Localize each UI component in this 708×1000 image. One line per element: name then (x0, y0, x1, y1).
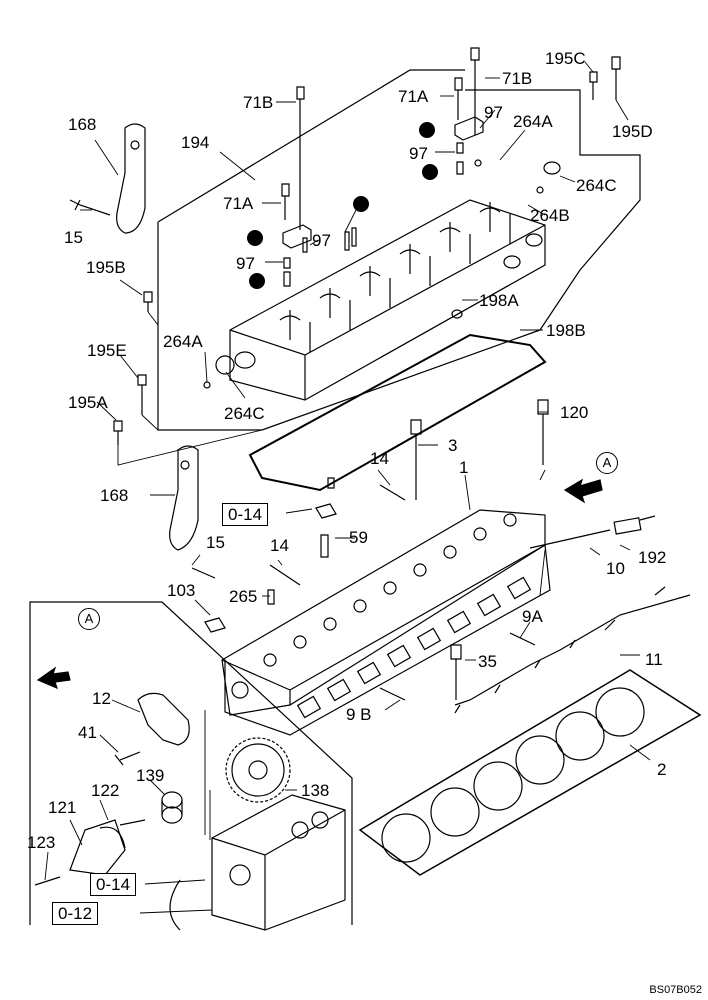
label-122: 122 (91, 781, 120, 800)
label-168-top: 168 (68, 115, 97, 134)
label-264c-right: 264C (576, 176, 617, 195)
gear-138 (226, 738, 290, 802)
label-97-a: 97 (484, 103, 503, 122)
rocker-cover (230, 200, 545, 400)
label-264a-right: 264A (513, 112, 553, 131)
glow-harness (455, 587, 690, 713)
bolt-41 (115, 752, 140, 765)
leader-lines-top (80, 62, 628, 465)
detail-arrow (38, 668, 70, 688)
ball-264a-right (475, 160, 481, 166)
ref-box-0-14-lower: 0-14 (90, 873, 137, 896)
label-192: 192 (638, 548, 667, 567)
label-10: 10 (606, 559, 625, 578)
cover-121 (70, 820, 125, 875)
label-195c: 195C (545, 49, 586, 68)
leader-lines-detail (45, 700, 297, 913)
label-264b: 264B (530, 206, 570, 225)
cover-gasket (250, 335, 545, 490)
bracket-168-lower (170, 446, 198, 550)
bolt-detail (120, 820, 145, 825)
bracket-12 (138, 693, 189, 745)
label-1: 1 (459, 458, 469, 477)
label-139: 139 (136, 766, 165, 785)
view-arrow (565, 480, 602, 502)
label-71b-right: 71B (502, 69, 533, 88)
label-14-top: 14 (370, 449, 389, 468)
studs-and-bolts (192, 400, 548, 700)
label-195d: 195D (612, 122, 653, 141)
label-195a: 195A (68, 393, 108, 412)
label-3: 3 (448, 436, 458, 455)
seal-264c-left (216, 356, 234, 374)
ref-box-0-14-upper: 0-14 (222, 503, 269, 526)
bracket-168-top (117, 124, 145, 233)
label-11: 11 (645, 650, 663, 669)
label-2: 2 (657, 760, 667, 779)
label-71b-left: 71B (243, 93, 274, 112)
head-gasket (360, 670, 700, 875)
label-9a: 9A (522, 607, 543, 626)
detail-marker-a: A (78, 608, 100, 630)
label-97-d: 97 (236, 254, 255, 273)
leader-lines-lower (150, 412, 650, 760)
label-168-lower: 168 (100, 486, 129, 505)
label-103: 103 (167, 581, 196, 600)
plug-264b (537, 187, 543, 193)
label-15-lower: 15 (206, 533, 225, 552)
label-194: 194 (181, 133, 210, 152)
bullet-markers (247, 122, 438, 289)
label-9b: 9 B (346, 705, 372, 724)
label-195e: 195E (87, 341, 127, 360)
seal-264c-right (544, 162, 560, 174)
label-195b: 195B (86, 258, 126, 277)
rocker-bridges (283, 117, 483, 286)
label-198b: 198B (546, 321, 586, 340)
engine-detail (170, 795, 345, 930)
label-264c-left: 264C (224, 404, 265, 423)
label-265: 265 (229, 587, 258, 606)
label-121: 121 (48, 798, 77, 817)
label-71a-top: 71A (398, 87, 429, 106)
bolt-15-top (70, 200, 110, 215)
view-marker-a: A (596, 452, 618, 474)
glow-plug (530, 516, 655, 548)
label-71a-left: 71A (223, 194, 254, 213)
label-41: 41 (78, 723, 97, 742)
ball-264a-left (204, 382, 210, 388)
label-198a: 198A (479, 291, 519, 310)
label-120: 120 (560, 403, 589, 422)
label-264a-left: 264A (163, 332, 203, 351)
ref-box-0-12: 0-12 (52, 902, 99, 925)
drawing-code: BS07B052 (649, 984, 702, 996)
label-14-lower: 14 (270, 536, 289, 555)
gasket-122 (100, 827, 125, 848)
plug-198a (452, 310, 462, 318)
label-138: 138 (301, 781, 330, 800)
detail-view-frame (30, 602, 352, 925)
label-35: 35 (478, 652, 497, 671)
head-cover-group-outline (158, 70, 640, 430)
label-97-b: 97 (409, 144, 428, 163)
label-97-c: 97 (312, 231, 331, 250)
bolts-cover (114, 48, 620, 445)
label-59: 59 (349, 528, 368, 547)
bolt-123 (35, 877, 60, 885)
label-15-top: 15 (64, 228, 83, 247)
label-123: 123 (27, 833, 56, 852)
label-12: 12 (92, 689, 111, 708)
